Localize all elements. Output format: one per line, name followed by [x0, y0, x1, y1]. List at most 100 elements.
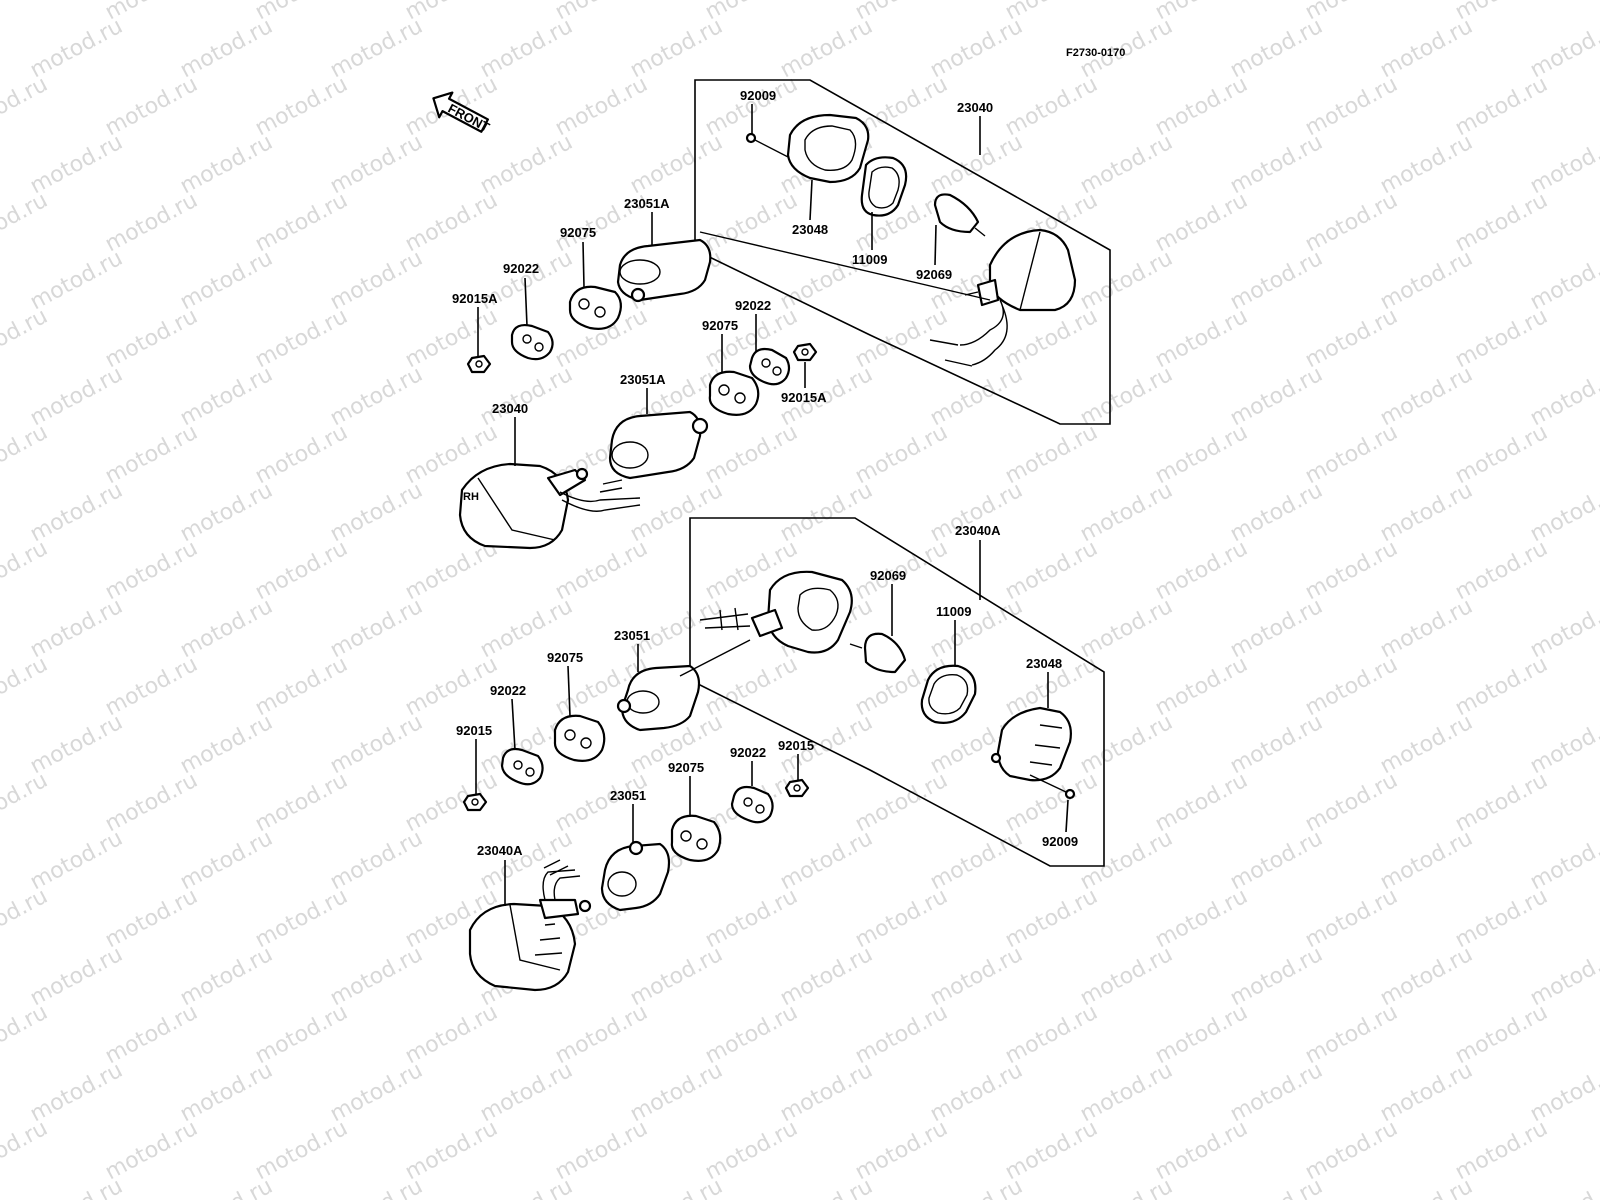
lower-group: 23040A 92069 11009 23048 92009	[456, 517, 1105, 992]
lower-bulb-icon	[849, 632, 907, 674]
watermark-text: motod.ru	[326, 826, 427, 895]
upper-assembly-frame	[694, 79, 1111, 425]
watermark-text: motod.ru	[776, 826, 877, 895]
watermark-text: motod.ru	[401, 652, 502, 721]
watermark-text: motod.ru	[401, 1116, 502, 1185]
watermark-text: motod.ru	[101, 1116, 202, 1185]
watermark-text: motod.ru	[1376, 826, 1477, 895]
watermark-text: motod.ru	[1451, 768, 1552, 837]
watermark-text: motod.ru	[1451, 1116, 1552, 1185]
lower-gasket-icon	[920, 664, 977, 724]
watermark-text: motod.ru	[1376, 246, 1477, 315]
watermark-text: motod.ru	[1301, 652, 1402, 721]
watermark-text: motod.ru	[0, 72, 52, 141]
watermark-text: motod.ru	[101, 536, 202, 605]
watermark-text: motod.ru	[251, 72, 352, 141]
watermark-text: motod.ru	[626, 130, 727, 199]
watermark-text: motod.ru	[326, 942, 427, 1011]
watermark-text: motod.ru	[851, 1116, 952, 1185]
watermark-text: motod.ru	[1376, 130, 1477, 199]
watermark-text: motod.ru	[1226, 246, 1327, 315]
watermark-text: motod.ru	[776, 1174, 877, 1200]
watermark-text: motod.ru	[176, 942, 277, 1011]
watermark-text: motod.ru	[851, 304, 952, 373]
watermark-text: motod.ru	[26, 362, 127, 431]
watermark-text: motod.ru	[251, 768, 352, 837]
upper-nut-a-icon	[466, 354, 492, 374]
watermark-text: motod.ru	[0, 1116, 52, 1185]
upper-gasket-icon	[860, 156, 908, 217]
watermark-text: motod.ru	[701, 420, 802, 489]
watermark-text: motod.ru	[176, 14, 277, 83]
watermark-text: motod.ru	[851, 420, 952, 489]
watermark-text: motod.ru	[1151, 768, 1252, 837]
lower-label-nut-b: 92015	[778, 738, 814, 753]
watermark-text: motod.ru	[176, 478, 277, 547]
watermark-text: motod.ru	[1076, 710, 1177, 779]
watermark-text: motod.ru	[1001, 536, 1102, 605]
watermark-text: motod.ru	[251, 304, 352, 373]
upper-label-gasket: 11009	[852, 252, 887, 267]
lower-label-rubber-a: 92075	[547, 650, 583, 665]
watermark-text: motod.ru	[1451, 536, 1552, 605]
watermark-text: motod.ru	[1526, 1174, 1600, 1200]
watermark-text: motod.ru	[1151, 188, 1252, 257]
watermark-text: motod.ru	[476, 14, 577, 83]
lower-label-plate-b: 92022	[730, 745, 766, 760]
watermark-text: motod.ru	[1001, 1116, 1102, 1185]
watermark-text: motod.ru	[626, 478, 727, 547]
watermark-text: motod.ru	[1376, 1058, 1477, 1127]
watermark-text: motod.ru	[1076, 942, 1177, 1011]
watermark-text: motod.ru	[0, 420, 52, 489]
upper-signal-right-icon	[929, 228, 1077, 367]
upper-housing-a-icon	[616, 238, 712, 303]
upper-label-lens: 23048	[792, 222, 828, 237]
watermark-text: motod.ru	[26, 246, 127, 315]
lower-label-screw: 92009	[1042, 834, 1078, 849]
lower-plate-b-icon	[730, 785, 774, 824]
watermark-text: motod.ru	[26, 710, 127, 779]
upper-label-rubber-a: 92075	[560, 225, 596, 240]
watermark-text: motod.ru	[1376, 14, 1477, 83]
watermark-text: motod.ru	[551, 1116, 652, 1185]
lower-label-bulb: 92069	[870, 568, 906, 583]
watermark-text: motod.ru	[1001, 884, 1102, 953]
watermark-text: motod.ru	[101, 188, 202, 257]
upper-screw-icon	[745, 132, 791, 159]
watermark-text: motod.ru	[326, 478, 427, 547]
watermark-text: motod.ru	[926, 130, 1027, 199]
watermark-text: motod.ru	[926, 14, 1027, 83]
watermark-text: motod.ru	[101, 884, 202, 953]
watermark-text: motod.ru	[701, 1116, 802, 1185]
watermark-text: motod.ru	[1226, 826, 1327, 895]
watermark-text: motod.ru	[0, 1000, 52, 1069]
watermark-text: motod.ru	[0, 304, 52, 373]
watermark-text: motod.ru	[1226, 1058, 1327, 1127]
watermark-text: motod.ru	[101, 72, 202, 141]
watermark-text: motod.ru	[1301, 1000, 1402, 1069]
watermark-text: motod.ru	[0, 768, 52, 837]
upper-plate-b-icon	[748, 347, 791, 386]
upper-rubber-b-icon	[708, 370, 760, 416]
lower-label-lens: 23048	[1026, 656, 1062, 671]
upper-label-plate-b: 92022	[735, 298, 771, 313]
upper-rubber-a-icon	[568, 285, 622, 330]
watermark-text: motod.ru	[1151, 1116, 1252, 1185]
watermark-text: motod.ru	[176, 594, 277, 663]
watermark-text: motod.ru	[1076, 362, 1177, 431]
watermark-text: motod.ru	[26, 130, 127, 199]
upper-label-assembly-left: 23040	[492, 401, 528, 416]
watermark-text: motod.ru	[1226, 942, 1327, 1011]
lower-rubber-a-icon	[553, 714, 606, 762]
upper-housing-b-icon	[608, 410, 709, 480]
watermark-text: motod.ru	[101, 1000, 202, 1069]
watermark-text: motod.ru	[626, 1058, 727, 1127]
watermark-text: motod.ru	[251, 1000, 352, 1069]
watermark-text: motod.ru	[1151, 304, 1252, 373]
watermark-text: motod.ru	[1151, 536, 1252, 605]
watermark-text: motod.ru	[326, 594, 427, 663]
watermark-text: motod.ru	[1001, 420, 1102, 489]
lower-label-assembly-left: 23040A	[477, 843, 523, 858]
lower-signal-left-icon	[468, 859, 592, 992]
watermark-text: motod.ru	[176, 1058, 277, 1127]
